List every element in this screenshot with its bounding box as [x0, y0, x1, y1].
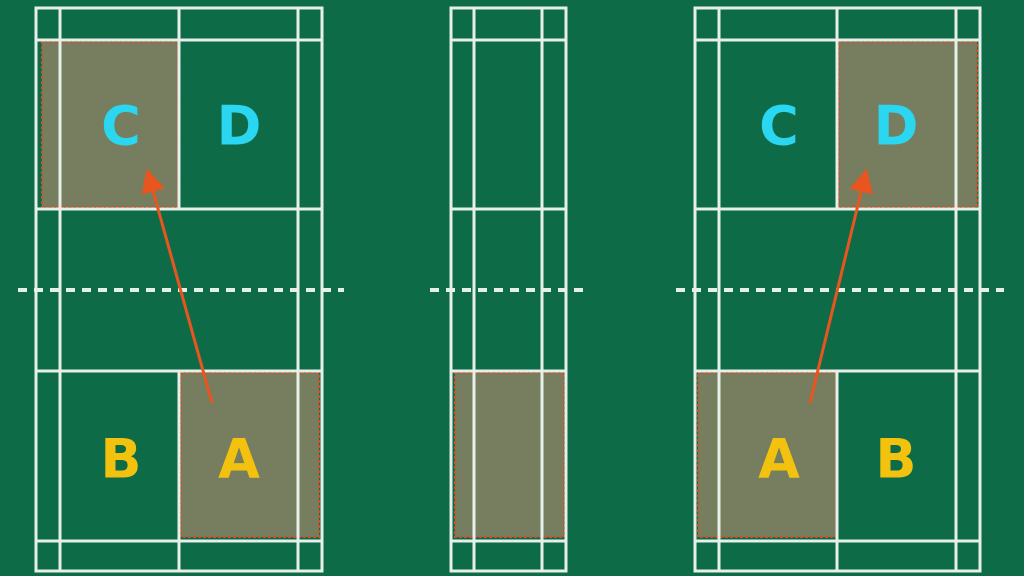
label-c: C: [101, 95, 141, 158]
court-right: C D A B: [676, 6, 1004, 573]
court-middle: [430, 6, 588, 573]
label-a: A: [758, 428, 800, 491]
label-d: D: [874, 95, 919, 158]
service-box-highlight: [454, 372, 565, 538]
label-b: B: [875, 428, 916, 491]
label-c: C: [759, 95, 799, 158]
label-b: B: [100, 428, 141, 491]
zone-c-highlight: [41, 41, 179, 208]
court-left: C D B A: [18, 6, 344, 573]
label-d: D: [217, 95, 262, 158]
label-a: A: [218, 428, 260, 491]
serve-arrow: [808, 168, 873, 404]
zone-a-highlight: [697, 372, 837, 538]
zone-a-highlight: [180, 372, 320, 538]
serve-arrow: [141, 168, 214, 404]
